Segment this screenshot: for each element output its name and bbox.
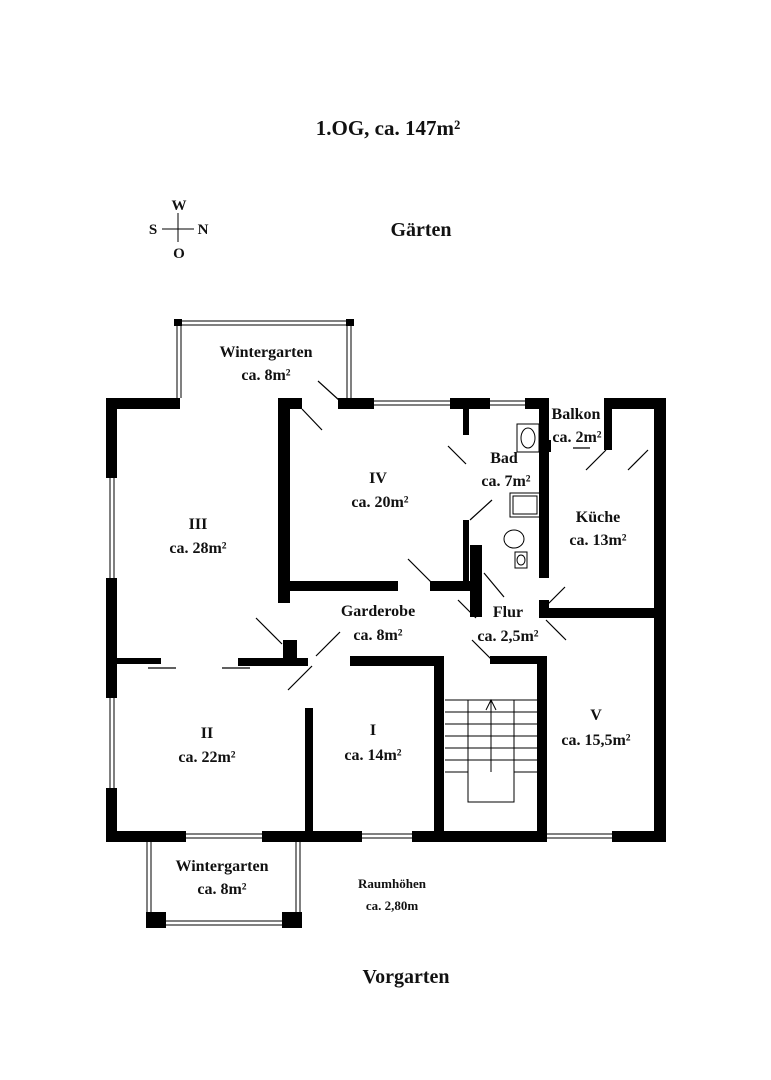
room-iv-name: IV — [369, 470, 387, 487]
room-ii-name: II — [201, 725, 213, 742]
room-v-name: V — [590, 707, 602, 724]
plan-title: 1.OG, ca. 147m² — [316, 116, 461, 140]
ceiling-heights-value: ca. 2,80m — [366, 898, 419, 913]
room-v-area: ca. 15,5m² — [561, 732, 630, 749]
room-iii-name: III — [189, 516, 208, 533]
room-ii-area: ca. 22m² — [178, 749, 235, 766]
room-garderobe-area: ca. 8m² — [353, 627, 402, 644]
room-i-area: ca. 14m² — [344, 747, 401, 764]
compass-east: O — [173, 246, 185, 262]
room-kueche-name: Küche — [576, 509, 620, 526]
room-i-name: I — [370, 722, 376, 739]
room-bad-name: Bad — [490, 450, 518, 467]
label-front-garden: Vorgarten — [362, 966, 449, 988]
room-flur-name: Flur — [493, 604, 523, 621]
walls — [106, 319, 666, 928]
room-balkon-area: ca. 2m² — [552, 429, 601, 446]
room-garderobe-name: Garderobe — [341, 603, 415, 620]
room-wintergarten-bottom-area: ca. 8m² — [197, 881, 246, 898]
room-flur-area: ca. 2,5m² — [477, 628, 538, 645]
label-gardens: Gärten — [390, 219, 451, 241]
room-iii-area: ca. 28m² — [169, 540, 226, 557]
room-kueche-area: ca. 13m² — [569, 532, 626, 549]
room-iv-area: ca. 20m² — [351, 494, 408, 511]
room-wintergarten-top-name: Wintergarten — [219, 344, 312, 361]
room-bad-area: ca. 7m² — [481, 473, 530, 490]
bath-fixtures — [503, 423, 541, 569]
staircase — [445, 698, 537, 803]
doors — [148, 380, 649, 691]
room-wintergarten-top-area: ca. 8m² — [241, 367, 290, 384]
compass-north: N — [198, 222, 209, 238]
compass-icon: W S N O — [149, 198, 209, 262]
compass-south: S — [149, 222, 157, 238]
ceiling-heights-label: Raumhöhen — [358, 876, 427, 891]
compass-west: W — [172, 198, 187, 214]
room-balkon-name: Balkon — [552, 406, 601, 423]
room-wintergarten-bottom-name: Wintergarten — [175, 858, 268, 875]
